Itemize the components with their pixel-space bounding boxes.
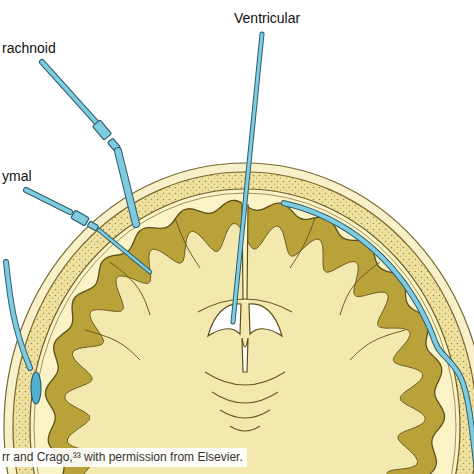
- device-label: ymal: [2, 168, 32, 184]
- subarachnoid-bolt-core: [118, 151, 136, 224]
- surface-catheter-edge: [284, 203, 474, 474]
- device-label: rachnoid: [2, 40, 56, 56]
- sulcus: [350, 330, 405, 360]
- sulcus: [290, 218, 315, 268]
- parenchymal-tube-core: [26, 190, 70, 212]
- surface-catheter-core: [284, 203, 474, 474]
- sulcus: [340, 262, 380, 315]
- sulcus: [85, 330, 140, 360]
- parenchymal-connector: [71, 210, 89, 226]
- arachnoid-line: [34, 193, 456, 474]
- epidural-tube-core: [6, 262, 30, 368]
- ventricular-catheter-edge: [233, 34, 262, 322]
- parenchymal-tube: [26, 190, 70, 212]
- parenchymal-tube-edge: [26, 190, 70, 212]
- figure-caption: rr and Crago,³³ with permission from Els…: [0, 448, 247, 467]
- subarachnoid-bolt: [118, 151, 136, 224]
- ventricular-catheter-core: [233, 34, 262, 322]
- deep-structures: [205, 372, 285, 431]
- surface-catheter: [284, 203, 474, 474]
- corpus-callosum: [198, 299, 292, 312]
- parenchymal-wire: [99, 230, 150, 272]
- epidural-tube: [6, 262, 30, 368]
- ventricle: [208, 304, 282, 372]
- subarachnoid-tube-core: [42, 62, 96, 122]
- device-label: Ventricular: [234, 10, 300, 26]
- sulcus: [175, 218, 200, 268]
- epidural-tube-edge: [6, 262, 30, 368]
- subarachnoid-tube-edge: [42, 62, 96, 122]
- ventricular-catheter: [233, 34, 262, 322]
- dura-layer: [30, 189, 460, 474]
- subarachnoid-tube: [42, 62, 96, 122]
- epidural-sensor: [31, 372, 41, 404]
- subarachnoid-bolt-edge: [118, 151, 136, 224]
- subarachnoid-connector: [92, 120, 111, 140]
- scalp-layer: [4, 163, 474, 474]
- brain-cortex: [46, 200, 445, 474]
- parenchymal-wire-edge: [99, 230, 150, 272]
- parenchymal-wire-core: [99, 230, 150, 272]
